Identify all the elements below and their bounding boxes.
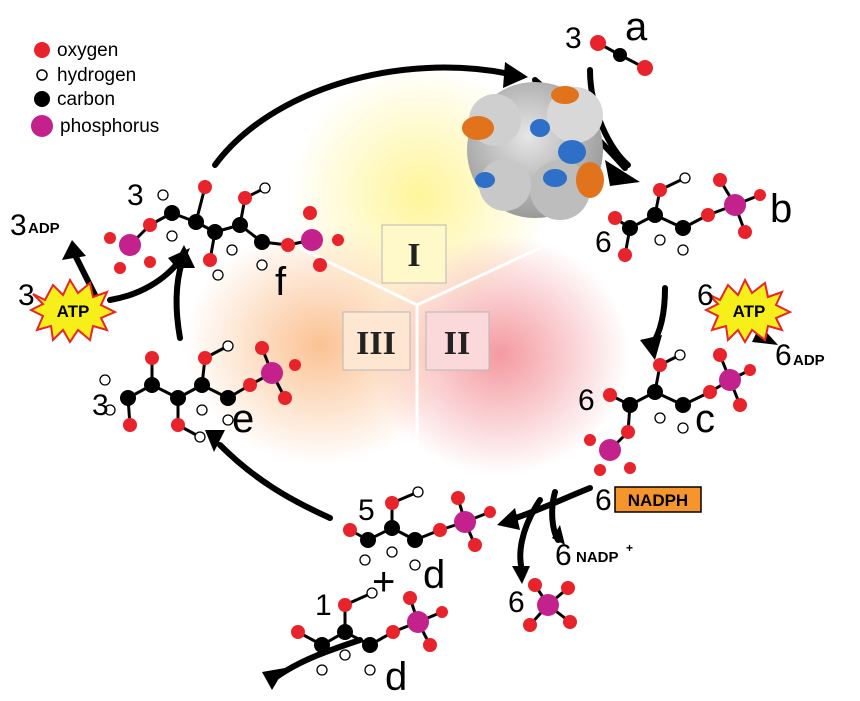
- arrow-a-to-b: [587, 67, 631, 168]
- legend-label-hydrogen: hydrogen: [57, 65, 136, 86]
- coef-a: 3: [565, 22, 582, 55]
- stage-label-three: III: [356, 325, 396, 362]
- arrow-f-to-rubisco: [212, 64, 518, 168]
- arrowheads: [62, 62, 778, 690]
- legend-label-phosphorus: phosphorus: [60, 116, 159, 137]
- legend-hydrogen-icon: [36, 69, 48, 81]
- coef-b: 6: [595, 226, 612, 259]
- nadp-label: NADP: [576, 549, 619, 566]
- arrowhead: [640, 335, 662, 360]
- arrowhead: [205, 430, 225, 452]
- molecule-e: 3 e: [92, 340, 301, 443]
- label-f: f: [275, 260, 287, 304]
- label-b: b: [770, 187, 792, 231]
- coef-f: 3: [127, 179, 144, 212]
- nadph-box: NADPH 6 6 NADP +: [555, 484, 702, 572]
- molecule-a-co2: 3 a: [565, 5, 653, 76]
- stage-label-one: I: [407, 237, 420, 274]
- coef-adp-stage2: 6: [775, 339, 792, 372]
- atp-burst-stage3: ATP 3 3 ADP: [10, 209, 118, 344]
- coef-e: 3: [92, 389, 109, 422]
- coef-nadp: 6: [555, 539, 572, 572]
- arrowhead: [497, 508, 520, 530]
- label-a: a: [625, 5, 648, 49]
- legend: oxygen hydrogen carbon phosphorus: [31, 40, 159, 137]
- atp-star-icon: [28, 277, 118, 344]
- arrow-d-out: [272, 637, 363, 681]
- molecule-b: 6 b: [595, 172, 792, 262]
- coef-d5: 5: [358, 494, 375, 527]
- adp-label-stage3: ADP: [28, 220, 60, 237]
- arrowhead: [512, 566, 530, 584]
- arrowhead: [168, 248, 190, 272]
- coef-atp-stage3: 3: [18, 279, 35, 312]
- coef-d1: 1: [315, 589, 332, 622]
- molecule-d-5: 5 + d: [343, 486, 496, 604]
- arrowhead: [552, 525, 565, 545]
- sector-three-glow: [185, 225, 455, 465]
- atp-star-icon: [703, 277, 793, 344]
- label-d-top: d: [423, 553, 445, 597]
- sector-divider: [416, 246, 541, 307]
- coef-atp-stage2: 6: [697, 279, 714, 312]
- adp-label-stage2: ADP: [793, 352, 825, 369]
- legend-phosphorus-icon: [31, 115, 53, 137]
- coef-nadph: 6: [595, 484, 612, 517]
- legend-carbon-icon: [34, 91, 50, 107]
- coef-c: 6: [578, 384, 595, 417]
- legend-label-carbon: carbon: [57, 89, 115, 110]
- phosphate-out: 6: [508, 578, 577, 632]
- arrowhead: [605, 160, 640, 186]
- atp-label-stage2: ATP: [733, 302, 766, 321]
- label-e: e: [232, 397, 254, 441]
- label-c: c: [695, 397, 715, 441]
- nadp-charge: +: [626, 541, 633, 555]
- arrowhead: [262, 668, 285, 690]
- arrowhead: [503, 62, 528, 88]
- stage-label-two: II: [444, 325, 470, 362]
- arrowhead: [62, 240, 86, 260]
- atp-label-stage3: ATP: [57, 302, 90, 321]
- coef-adp-stage3: 3: [10, 209, 27, 242]
- molecule-c: 6 c: [578, 348, 756, 476]
- arrow-to-pi: [517, 497, 543, 573]
- label-d-bottom: d: [385, 655, 407, 699]
- stage-box-three: III: [342, 311, 411, 371]
- sector-divider: [299, 246, 418, 307]
- rubisco-protein: [462, 82, 604, 220]
- arrow-e-to-f: [173, 259, 185, 341]
- stage-box-one: I: [381, 224, 447, 284]
- stage-box-two: II: [425, 311, 490, 371]
- plus-sign: +: [372, 560, 395, 604]
- legend-label-oxygen: oxygen: [57, 40, 118, 61]
- legend-oxygen-icon: [34, 42, 50, 58]
- nadph-label: NADPH: [628, 491, 688, 510]
- atp-burst-stage2: ATP 6 6 ADP: [697, 277, 825, 372]
- coef-phosphate: 6: [508, 586, 525, 619]
- molecule-d-1: 1 d: [291, 587, 448, 699]
- arrow-d-to-e: [217, 442, 333, 521]
- molecule-f: 3 f: [104, 179, 344, 304]
